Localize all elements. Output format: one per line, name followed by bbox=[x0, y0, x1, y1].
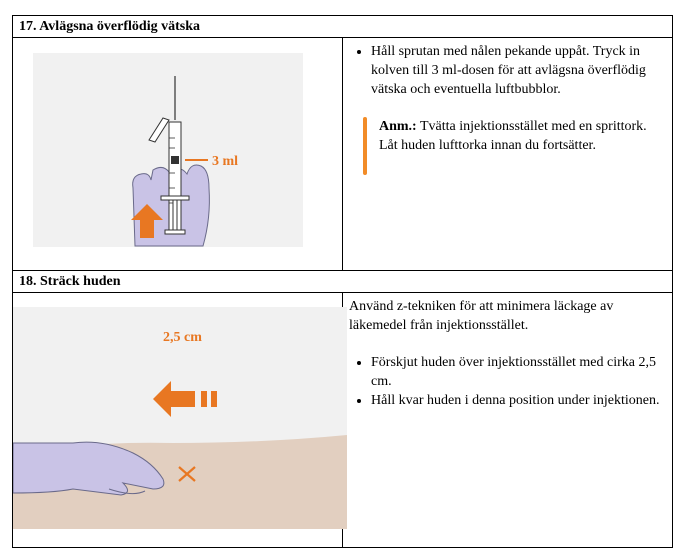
step18-intro: Använd z-tekniken för att minimera läcka… bbox=[349, 299, 614, 333]
up-arrow-icon bbox=[131, 204, 163, 238]
note-text: Tvätta injektionsstället med en sprittor… bbox=[379, 119, 647, 153]
note-box: Anm.: Tvätta injektionsstället med en sp… bbox=[349, 117, 666, 175]
step17-bullet: Håll sprutan med nålen pekande uppåt. Tr… bbox=[371, 42, 666, 99]
skin-stretch-illustration: 2,5 cm bbox=[13, 307, 347, 529]
note-accent-bar bbox=[363, 117, 367, 175]
note-label: Anm.: bbox=[379, 119, 417, 134]
step17-illustration-cell: 3 ml bbox=[12, 37, 343, 271]
instruction-table: 17. Avlägsna överflödig vätska bbox=[12, 15, 673, 548]
dose-label: 3 ml bbox=[212, 154, 238, 169]
syringe-illustration: 3 ml bbox=[33, 53, 303, 247]
distance-label: 2,5 cm bbox=[163, 330, 202, 345]
step18-bullet: Förskjut huden över injektionsstället me… bbox=[371, 353, 666, 391]
step17-text-cell: Håll sprutan med nålen pekande uppåt. Tr… bbox=[342, 37, 673, 271]
injection-site-x-icon bbox=[178, 466, 196, 482]
step18-title: 18. Sträck huden bbox=[12, 270, 673, 293]
left-arrow-icon bbox=[153, 381, 217, 417]
step18-text-cell: Använd z-tekniken för att minimera läcka… bbox=[342, 292, 673, 548]
step17-title: 17. Avlägsna överflödig vätska bbox=[12, 15, 673, 38]
hand-shape bbox=[13, 441, 165, 496]
step18-bullet: Håll kvar huden i denna position under i… bbox=[371, 391, 666, 410]
step18-illustration-cell: 2,5 cm bbox=[12, 292, 347, 548]
